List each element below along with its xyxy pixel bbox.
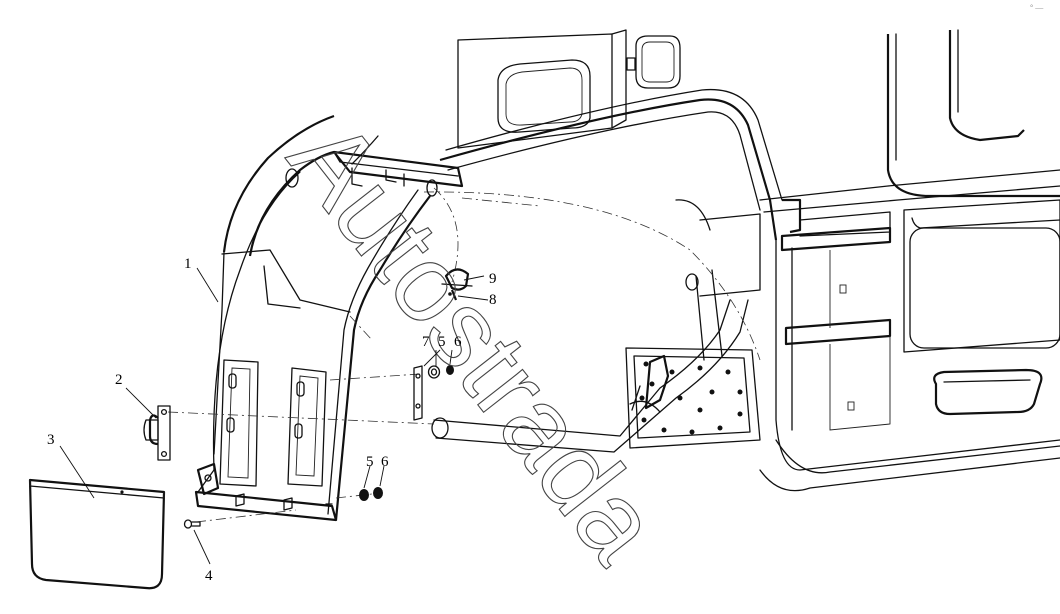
callout-4: 4 (205, 568, 213, 584)
callout-3: 3 (47, 432, 55, 448)
nut-part-6-lower (373, 487, 383, 499)
washer-part-5-lower (359, 489, 369, 501)
callout-5-lower: 5 (366, 454, 374, 470)
svg-text:Autostrada: Autostrada (266, 97, 684, 584)
watermark: Autostrada (266, 97, 685, 585)
strip-part-7 (413, 365, 423, 421)
mounting-bracket-part-2 (143, 405, 171, 461)
callout-8: 8 (489, 292, 497, 308)
callout-1: 1 (184, 256, 192, 272)
callout-5-upper: 5 (438, 334, 446, 350)
callout-6-lower: 6 (381, 454, 389, 470)
truck-cab-body (423, 29, 1060, 492)
clip-part-8-9 (441, 268, 473, 301)
leader-lines (59, 267, 489, 565)
nut-part-6-upper (446, 365, 454, 375)
callout-labels: 1 2 3 4 5 6 7 8 9 5 6 (47, 256, 497, 584)
callout-2: 2 (115, 372, 123, 388)
washer-part-5-upper (427, 365, 441, 379)
callout-9: 9 (489, 271, 497, 287)
mudflap-part-3 (28, 478, 166, 590)
bolt-part-4 (183, 519, 201, 529)
corner-mark: ° — (1030, 3, 1044, 12)
assembly-reference-lines (167, 187, 541, 523)
callout-7: 7 (422, 334, 430, 350)
rear-fender-part-1 (194, 114, 464, 522)
callout-6-upper: 6 (454, 334, 462, 350)
